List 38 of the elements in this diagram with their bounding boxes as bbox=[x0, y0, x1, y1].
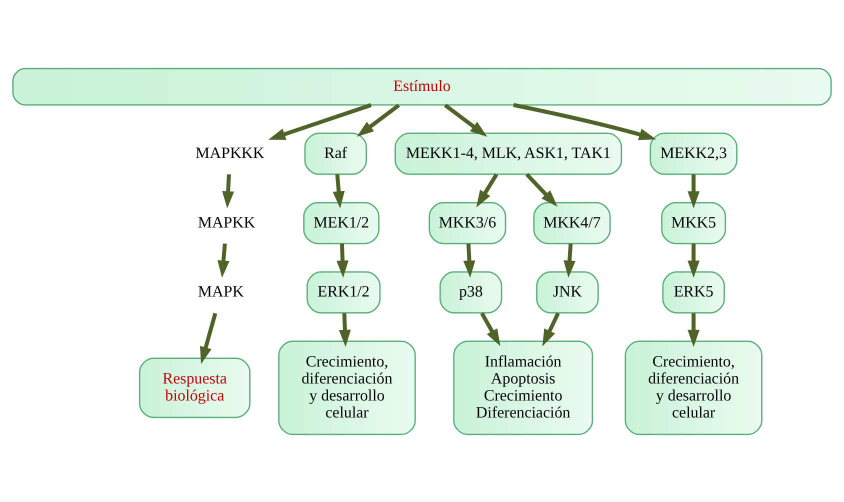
node-box: p38 bbox=[440, 270, 502, 314]
arrow bbox=[268, 102, 372, 140]
arrow bbox=[688, 243, 700, 278]
node-text: MAPKKK bbox=[196, 144, 264, 162]
arrow bbox=[476, 172, 498, 207]
node-box: MEKK2,3 bbox=[650, 132, 738, 174]
node-box: ERK1/2 bbox=[306, 270, 381, 314]
node-box: MEK1/2 bbox=[303, 201, 380, 244]
arrow bbox=[332, 174, 345, 208]
node-text: MAPKK bbox=[198, 214, 256, 231]
arrow bbox=[356, 103, 400, 136]
node-box: JNK bbox=[536, 270, 599, 314]
arrow bbox=[218, 242, 230, 278]
node-box: MEKK1-4, MLK, ASK1, TAK1 bbox=[394, 132, 622, 174]
arrow bbox=[525, 172, 558, 206]
node-box: ERK5 bbox=[662, 270, 725, 314]
arrow bbox=[688, 312, 700, 346]
arrow bbox=[513, 102, 656, 140]
arrow bbox=[338, 312, 351, 346]
arrow bbox=[564, 243, 576, 278]
arrow bbox=[222, 174, 234, 208]
node-text: MAPK bbox=[198, 283, 244, 300]
arrow bbox=[688, 174, 700, 208]
node-box: MKK4/7 bbox=[533, 201, 611, 244]
arrow bbox=[463, 243, 476, 278]
node-box: Raf bbox=[304, 132, 367, 174]
node-box: MKK3/6 bbox=[428, 201, 506, 244]
node-box: MKK5 bbox=[661, 201, 726, 244]
arrow bbox=[480, 312, 500, 346]
node-box: Respuesta biológica bbox=[138, 357, 251, 418]
node-box: Estímulo bbox=[12, 67, 832, 106]
node-box: Inflamación Apoptosis Crecimiento Diferenciación bbox=[453, 340, 594, 435]
arrow bbox=[200, 312, 218, 364]
arrow bbox=[444, 103, 488, 136]
node-box: Crecimiento, diferenciación y desarrollo celular bbox=[278, 340, 416, 435]
arrow bbox=[542, 312, 560, 346]
arrow bbox=[336, 243, 349, 278]
node-box: Crecimiento, diferenciación y desarrollo celular bbox=[624, 340, 762, 435]
